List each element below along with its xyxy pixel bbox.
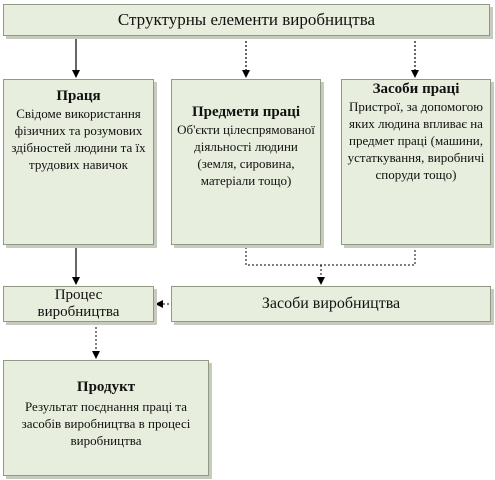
means-of-labour-description: Пристрої, за допомогою яких людина вплив…	[347, 99, 485, 182]
means-of-production-label: Засоби виробництва	[261, 295, 401, 312]
structural-elements-box: Структурны елементи виробництва	[3, 4, 490, 36]
labour-title: Праця	[56, 88, 101, 104]
objects-of-labour-title: Предмети праці	[192, 104, 300, 120]
product-title: Продукт	[76, 379, 136, 395]
connector-objects-means-bracket	[245, 247, 416, 266]
objects-of-labour-box: Предмети праці Об'єкти цілеспрямованої д…	[171, 79, 321, 245]
labour-box: Праця Свідоме використання фізичних та р…	[3, 79, 154, 245]
structural-elements-label: Структурны елементи виробництва	[117, 10, 376, 29]
objects-of-labour-description: Об'єкти цілеспрямованої діяльності людин…	[177, 122, 315, 188]
product-box: Продукт Результат поєднання праці та зас…	[3, 360, 209, 476]
production-process-box: Процес виробництва	[3, 286, 154, 322]
product-description: Результат поєднання праці та засобів вир…	[21, 399, 191, 448]
labour-description: Свідоме використання фізичних та розумов…	[11, 106, 146, 172]
means-of-labour-box: Засоби праці Пристрої, за допомогою яких…	[341, 79, 491, 245]
production-process-label: Процес виробництва	[37, 287, 120, 320]
means-of-labour-title: Засоби праці	[372, 81, 460, 97]
means-of-production-box: Засоби виробництва	[171, 286, 491, 322]
